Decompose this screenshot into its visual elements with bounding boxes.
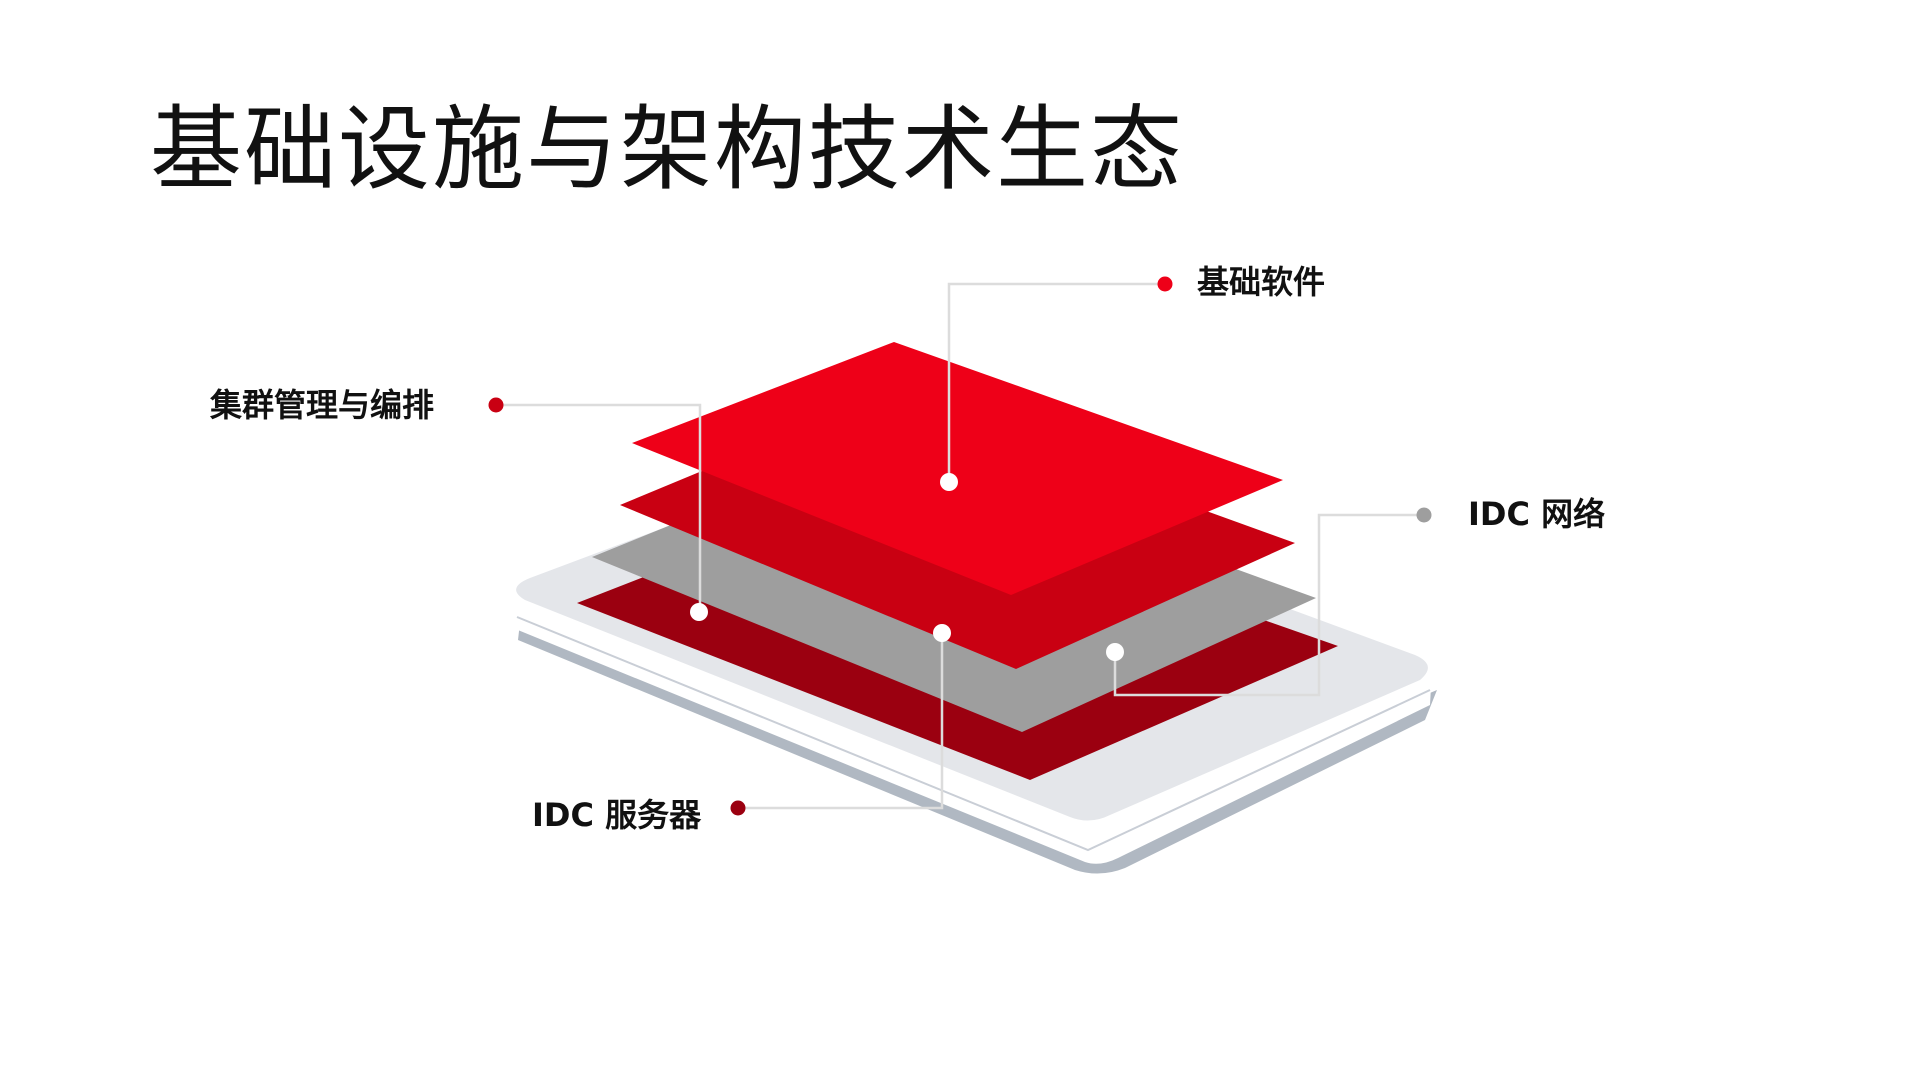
- leader-lines: [496, 282, 1424, 810]
- label-cluster: 集群管理与编排: [210, 386, 435, 424]
- slide-title: 基础设施与架构技术生态: [150, 96, 1185, 203]
- leader-network: [1113, 513, 1424, 697]
- network-marker-dot: [1416, 507, 1432, 523]
- label-server: IDC 服务器: [532, 796, 702, 834]
- network-anchor-dot: [1106, 643, 1124, 661]
- leader-software: [947, 282, 1165, 482]
- device-side-line: [516, 616, 1431, 852]
- software-anchor-dot: [940, 473, 958, 491]
- label-network: IDC 网络: [1468, 495, 1606, 533]
- cluster-anchor-dot: [690, 603, 708, 621]
- server-marker-dot: [730, 800, 746, 816]
- cluster-marker-dot: [488, 397, 504, 413]
- leader-cluster: [496, 403, 702, 612]
- label-software: 基础软件: [1197, 263, 1326, 301]
- server-anchor-dot: [933, 624, 951, 642]
- software-layer: [632, 342, 1283, 595]
- leader-server: [738, 633, 944, 810]
- software-marker-dot: [1157, 276, 1173, 292]
